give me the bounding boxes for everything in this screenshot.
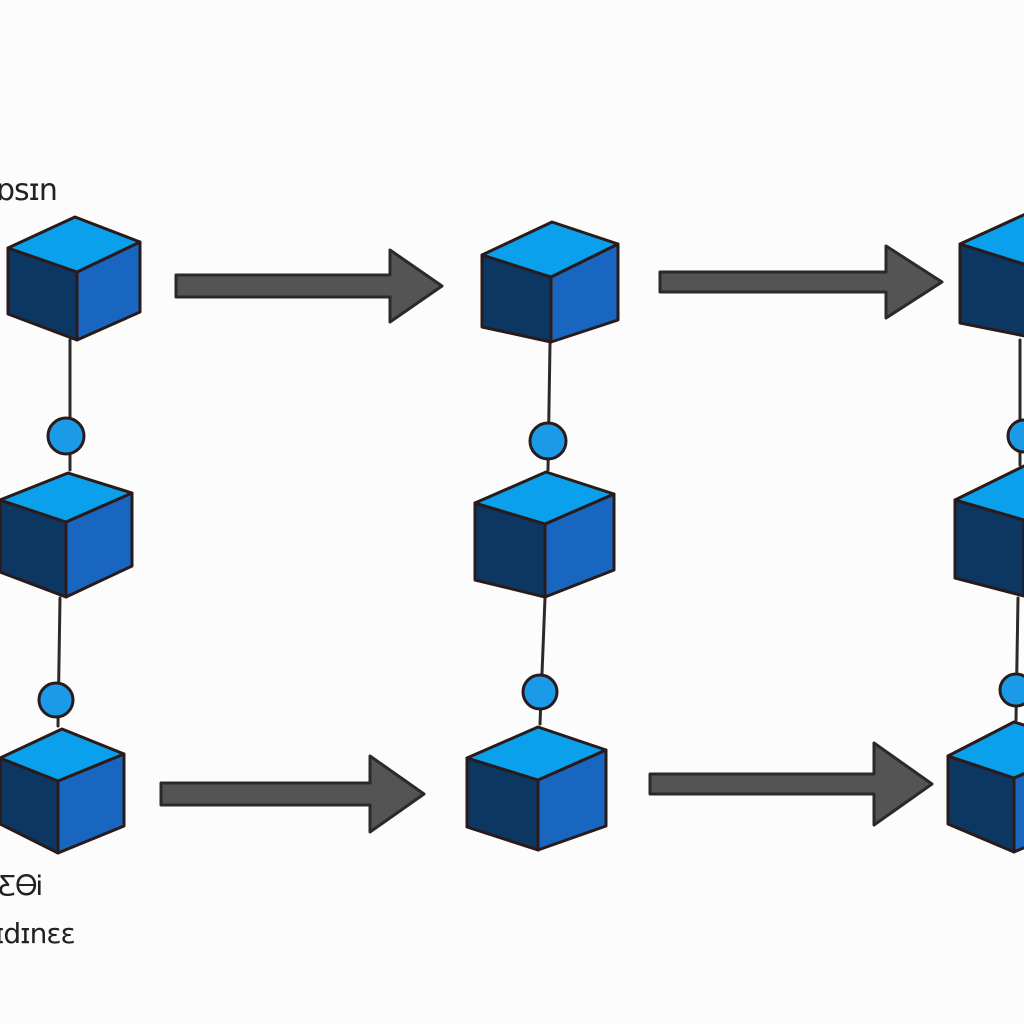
- circle-node-icon: [46, 416, 86, 456]
- cube-icon: [480, 220, 620, 344]
- cube-icon: [6, 215, 142, 342]
- right-arrow-icon: [658, 244, 944, 320]
- cube-icon: [953, 464, 1024, 598]
- cube-icon: [473, 470, 616, 599]
- right-arrow-icon: [159, 754, 426, 834]
- right-arrow-icon: [174, 248, 444, 324]
- cube-icon: [0, 727, 126, 855]
- circle-node-icon: [521, 673, 559, 711]
- right-arrow-icon: [648, 741, 934, 827]
- circle-node-icon: [528, 421, 568, 461]
- bottom-left-label-line2: ɪdɪnɛɛ: [0, 917, 76, 950]
- circle-node-icon: [37, 681, 75, 719]
- top-left-label: ɒsɪn: [0, 173, 58, 208]
- cube-icon: [946, 720, 1024, 854]
- bottom-left-label-line1: ƸᎾᎥ: [0, 869, 42, 902]
- cube-icon: [465, 725, 608, 852]
- cube-icon: [958, 213, 1024, 338]
- circle-node-icon: [998, 672, 1024, 708]
- cube-icon: [0, 471, 134, 599]
- circle-node-icon: [1006, 418, 1024, 454]
